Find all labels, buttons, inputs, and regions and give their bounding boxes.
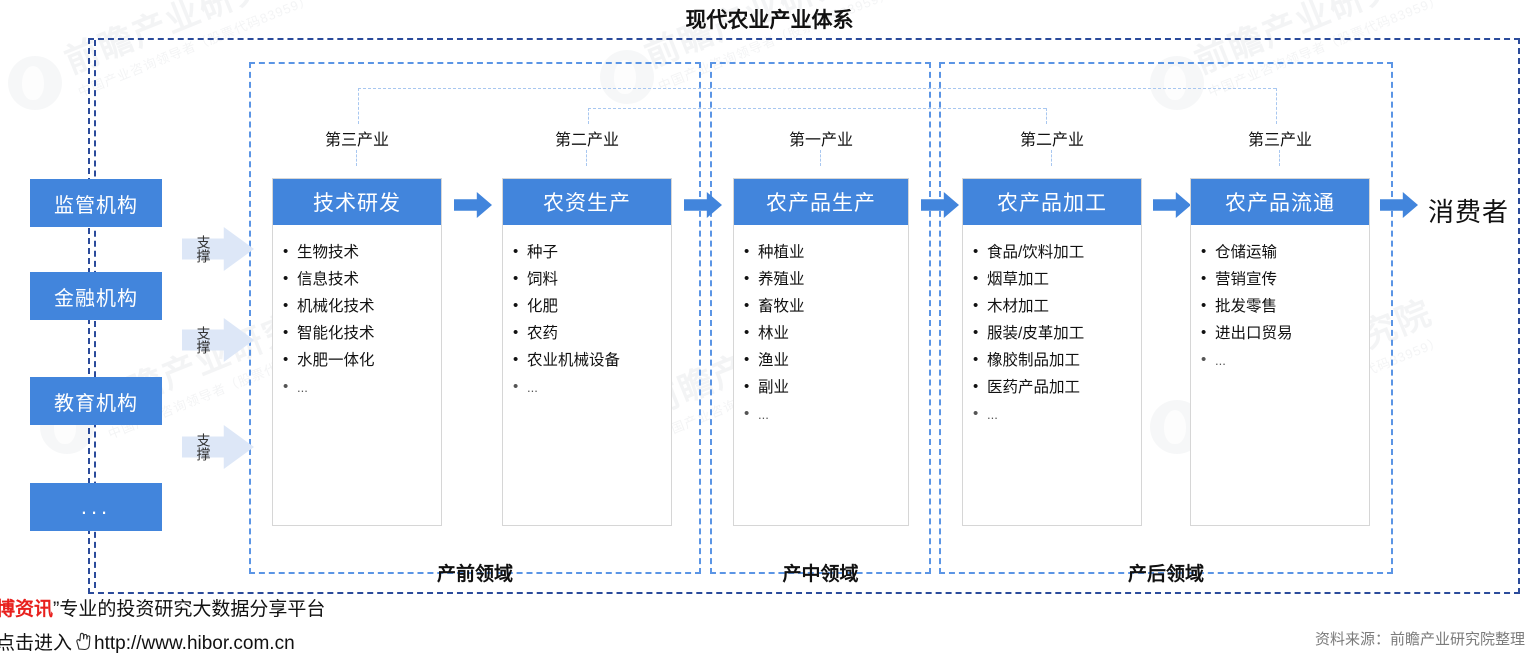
stage-card[interactable]: 技术研发 生物技术 信息技术 机械化技术 智能化技术 水肥一体化 ... [272,178,442,526]
support-arrow-label: 支撑 [195,326,212,354]
list-item: ... [1201,346,1369,374]
list-item: 种植业 [744,238,908,266]
connector-bracket-tertiary [358,88,1276,89]
stage-card-header: 农产品加工 [963,179,1141,225]
watermark-logo-icon [8,56,62,110]
stage-card[interactable]: 农资生产 种子 饲料 化肥 农药 农业机械设备 ... [502,178,672,526]
connector-bracket-secondary-left-leg [588,108,589,124]
group-frame-post-production [939,62,1393,574]
list-item: 养殖业 [744,265,908,293]
list-item: 智能化技术 [283,319,441,347]
group-label-mid-production: 产中领域 [782,564,859,585]
connector-bracket-secondary [588,108,1046,109]
list-item: ... [744,400,908,428]
group-frame-mid-production [710,62,931,574]
list-item: ... [973,400,1141,428]
group-label-pre-production: 产前领域 [436,564,513,585]
list-item: 烟草加工 [973,265,1141,293]
industry-tier-label: 第一产业 [788,132,853,149]
support-arrow-3: 支撑 [182,425,254,469]
stage-card-list: 仓储运输 营销宣传 批发零售 进出口贸易 ... [1191,225,1369,374]
sidebar-item-label: 监管机构 [54,194,138,217]
list-item: 渔业 [744,346,908,374]
industry-tier-label: 第二产业 [1019,132,1084,149]
page-title: 现代农业产业体系 [685,9,854,32]
list-item: 农业机械设备 [513,346,671,374]
list-item: 食品/饮料加工 [973,238,1141,266]
list-item: 农药 [513,319,671,347]
list-item: 仓储运输 [1201,238,1369,266]
list-item: 化肥 [513,292,671,320]
sidebar-item-more[interactable]: ... [30,483,162,531]
support-arrow-1: 支撑 [182,227,254,271]
list-item: 机械化技术 [283,292,441,320]
stage-card[interactable]: 农产品流通 仓储运输 营销宣传 批发零售 进出口贸易 ... [1190,178,1370,526]
list-item: 进出口贸易 [1201,319,1369,347]
support-arrow-label: 支撑 [195,433,212,461]
tier-tick-line [586,150,587,166]
tier-tick-line [1051,150,1052,166]
list-item: 批发零售 [1201,292,1369,320]
list-item: 橡胶制品加工 [973,346,1141,374]
footer-enter-label: 点击进入 [0,633,73,654]
tier-tick-line [820,150,821,166]
industry-tier-label: 第三产业 [324,132,389,149]
list-item: 林业 [744,319,908,347]
footer-quote-mark: ” [53,599,60,620]
industry-tier-label: 第三产业 [1247,132,1312,149]
stage-card-header: 农资生产 [503,179,671,225]
footer-url[interactable]: http://www.hibor.com.cn [94,633,295,654]
source-note: 资料来源：前瞻产业研究院整理 [1314,631,1525,648]
footer-link-row[interactable]: 点击进入 http://www.hibor.com.cn [0,628,295,655]
sidebar-item-education[interactable]: 教育机构 [30,377,162,425]
stage-card-header: 农产品生产 [734,179,908,225]
group-label-post-production: 产后领域 [1127,564,1204,585]
footer-brand: 博资讯 [0,599,54,620]
stage-card-list: 种植业 养殖业 畜牧业 林业 渔业 副业 ... [734,225,908,428]
list-item: 生物技术 [283,238,441,266]
stage-card-list: 生物技术 信息技术 机械化技术 智能化技术 水肥一体化 ... [273,225,441,401]
list-item: 畜牧业 [744,292,908,320]
list-item: ... [283,373,441,401]
stage-card-list: 食品/饮料加工 烟草加工 木材加工 服装/皮革加工 橡胶制品加工 医药产品加工 … [963,225,1141,428]
connector-bracket-tertiary-left-leg [358,88,359,124]
list-item: 医药产品加工 [973,373,1141,401]
connector-bracket-secondary-right-leg [1046,108,1047,124]
stage-card-header: 技术研发 [273,179,441,225]
list-item: 信息技术 [283,265,441,293]
tier-tick-line [356,150,357,166]
list-item: 营销宣传 [1201,265,1369,293]
group-frame-pre-production [249,62,701,574]
stage-card-header: 农产品流通 [1191,179,1369,225]
hand-cursor-icon [72,631,94,655]
list-item: 饲料 [513,265,671,293]
list-item: ... [513,373,671,401]
tier-tick-line [1279,150,1280,166]
list-item: 服装/皮革加工 [973,319,1141,347]
connector-bracket-tertiary-right-leg [1276,88,1277,124]
list-item: 水肥一体化 [283,346,441,374]
support-arrow-2: 支撑 [182,318,254,362]
sidebar-item-label: 教育机构 [54,392,138,415]
sidebar-item-financial[interactable]: 金融机构 [30,272,162,320]
industry-tier-label: 第二产业 [554,132,619,149]
sidebar-item-label: ... [80,494,112,519]
list-item: 木材加工 [973,292,1141,320]
support-arrow-label: 支撑 [195,235,212,263]
stage-card[interactable]: 农产品生产 种植业 养殖业 畜牧业 林业 渔业 副业 ... [733,178,909,526]
stage-card[interactable]: 农产品加工 食品/饮料加工 烟草加工 木材加工 服装/皮革加工 橡胶制品加工 医… [962,178,1142,526]
consumer-label: 消费者 [1428,197,1510,227]
sidebar-item-regulator[interactable]: 监管机构 [30,179,162,227]
stage-card-list: 种子 饲料 化肥 农药 农业机械设备 ... [503,225,671,401]
footer-tagline-text: 专业的投资研究大数据分享平台 [59,599,326,620]
footer-tagline: 博资讯”专业的投资研究大数据分享平台 [0,594,325,621]
list-item: 副业 [744,373,908,401]
sidebar-item-label: 金融机构 [54,287,138,310]
list-item: 种子 [513,238,671,266]
